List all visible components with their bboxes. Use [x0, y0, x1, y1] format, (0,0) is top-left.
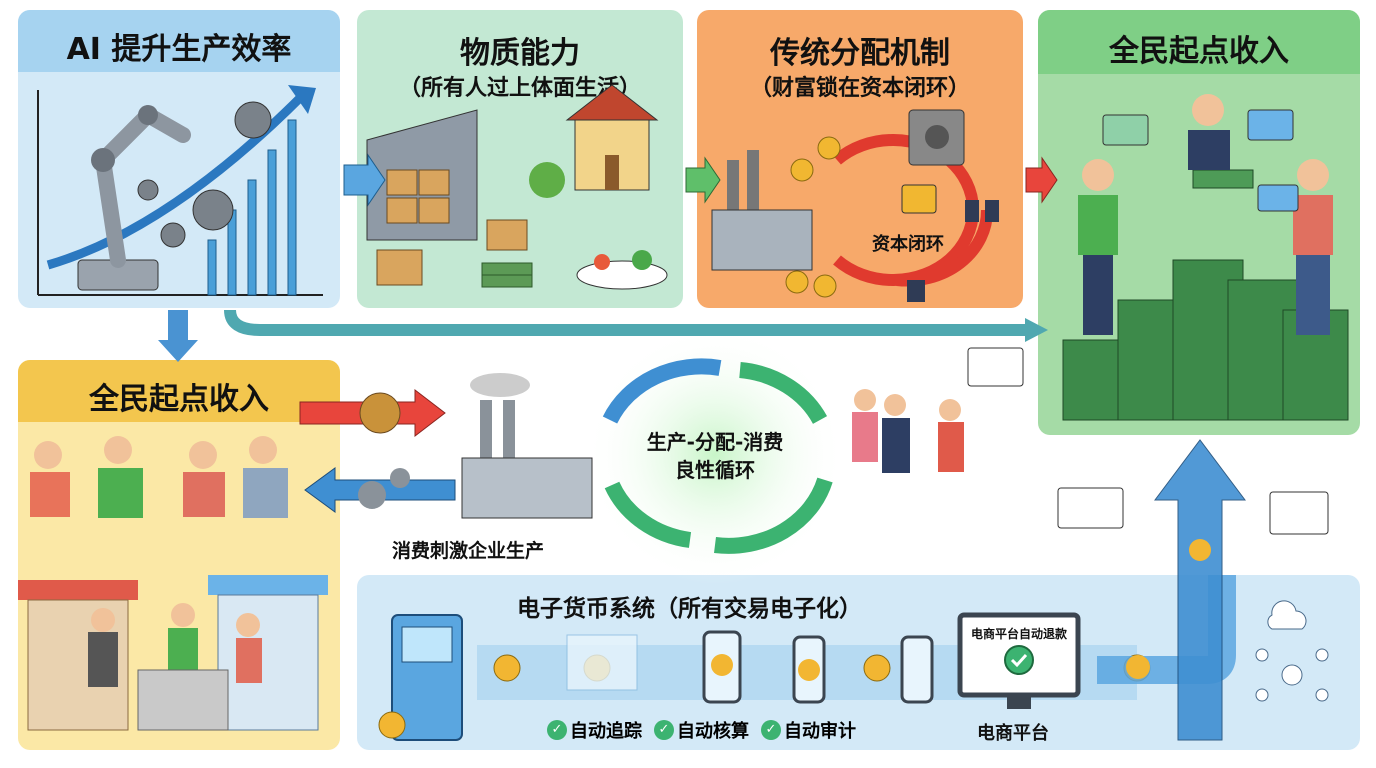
capital-loop-label: 资本闭环 — [872, 234, 944, 255]
panel-title: 传统分配机制 — [770, 36, 950, 71]
cycle-line2: 良性循环 — [675, 458, 755, 482]
panel-title: 物质能力 — [460, 36, 580, 71]
check-circle-icon: ✓ — [761, 720, 781, 740]
e-money-title: 电子货币系统（所有交易电子化） — [517, 596, 862, 622]
people-cash-stacks-illustration — [1062, 94, 1349, 421]
panel-title: 全民起点收入 — [89, 382, 269, 417]
platform-label: 电商平台 — [977, 723, 1049, 744]
arrow-ai-to-material — [343, 153, 386, 207]
check-label: 自动审计 — [784, 721, 856, 742]
auto-checks: ✓自动追踪 ✓自动核算 ✓自动审计 — [547, 717, 856, 743]
cycle-label: 生产-分配-消费 良性循环 — [615, 428, 815, 484]
robot-arm-growth-illustration — [37, 85, 323, 296]
panel-universal-income-left: 全民起点收入 — [18, 360, 340, 750]
monitor-refund-text: 电商平台自动退款 — [970, 627, 1067, 641]
check-item: ✓自动追踪 — [547, 717, 642, 743]
panel-traditional-distribution: 传统分配机制 （财富锁在资本闭环） 资本闭环 — [697, 10, 1023, 308]
panel-ai-efficiency: AI 提升生产效率 — [18, 10, 340, 308]
capital-loop-illustration — [711, 109, 999, 302]
panel-universal-income-right: 全民起点收入 — [1038, 10, 1360, 435]
goods-house-illustration — [366, 84, 668, 290]
people-shopping-illustration — [18, 436, 328, 731]
consumption-stimulus-label: 消费刺激企业生产 — [392, 540, 545, 562]
check-label: 自动核算 — [677, 721, 749, 742]
panel-title: AI 提升生产效率 — [66, 32, 292, 67]
panel-material-capacity: 物质能力 （所有人过上体面生活） — [357, 10, 683, 308]
panel-title: 全民起点收入 — [1109, 34, 1289, 69]
check-circle-icon: ✓ — [547, 720, 567, 740]
check-item: ✓自动核算 — [654, 717, 749, 743]
transaction-flow-illustration — [378, 575, 1329, 741]
check-label: 自动追踪 — [570, 721, 642, 742]
cycle-line1: 生产-分配-消费 — [646, 430, 784, 454]
panel-subtitle: （财富锁在资本闭环） — [749, 76, 970, 101]
check-circle-icon: ✓ — [654, 720, 674, 740]
check-item: ✓自动审计 — [761, 717, 856, 743]
